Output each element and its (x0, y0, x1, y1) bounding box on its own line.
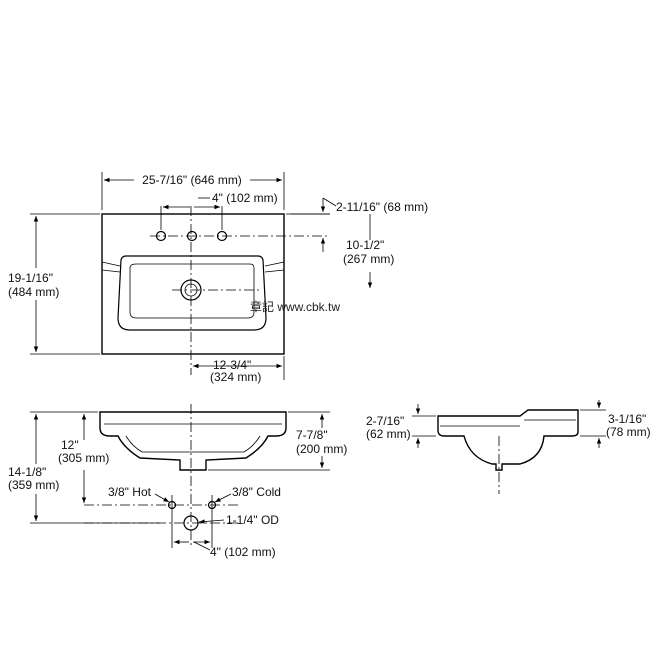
side-right-label-1: 3-1/16" (608, 412, 646, 426)
top-height-label-2: (484 mm) (8, 285, 59, 299)
top-view: 25-7/16" (646 mm) 4" (102 mm) 2-11/16" (… (8, 172, 428, 384)
front-h2-label-2: (359 mm) (8, 478, 59, 492)
side-view: 2-7/16" (62 mm) 3-1/16" (78 mm) (366, 400, 651, 494)
front-view: 12" (305 mm) 14-1/8" (359 mm) 7-7/8" (20… (8, 404, 347, 559)
cold-supply-label: 3/8" Cold (232, 485, 281, 499)
top-spacing-label: 4" (102 mm) (212, 191, 278, 205)
front-depth-label-1: 7-7/8" (296, 428, 328, 442)
drain-outlet (183, 515, 199, 531)
top-view-basin-outer (117, 255, 267, 331)
watermark: 章記 www.cbk.tw (250, 299, 340, 314)
top-view-basin-inner (129, 263, 255, 319)
top-center-label-1: 12-3/4" (213, 358, 251, 372)
side-left-label-1: 2-7/16" (366, 414, 404, 428)
side-left-label-2: (62 mm) (366, 427, 411, 441)
front-spacing-label: 4" (102 mm) (210, 545, 276, 559)
front-h1-label-2: (305 mm) (58, 451, 109, 465)
side-right-label-2: (78 mm) (606, 425, 651, 439)
front-view-outline (99, 411, 287, 471)
top-height-label-1: 19-1/16" (8, 271, 53, 285)
top-depth-label-1: 10-1/2" (346, 238, 384, 252)
top-offset-label: 2-11/16" (68 mm) (336, 200, 428, 214)
top-width-label: 25-7/16" (646 mm) (142, 173, 242, 187)
top-center-label-2: (324 mm) (210, 370, 261, 384)
hot-supply-label: 3/8" Hot (108, 485, 152, 499)
top-depth-label-2: (267 mm) (343, 252, 394, 266)
side-view-outline (437, 409, 579, 471)
front-depth-label-2: (200 mm) (296, 442, 347, 456)
front-h2-label-1: 14-1/8" (8, 465, 46, 479)
drain-outlet-label: 1-1/4" OD (226, 513, 279, 527)
front-h1-label-1: 12" (61, 438, 79, 452)
